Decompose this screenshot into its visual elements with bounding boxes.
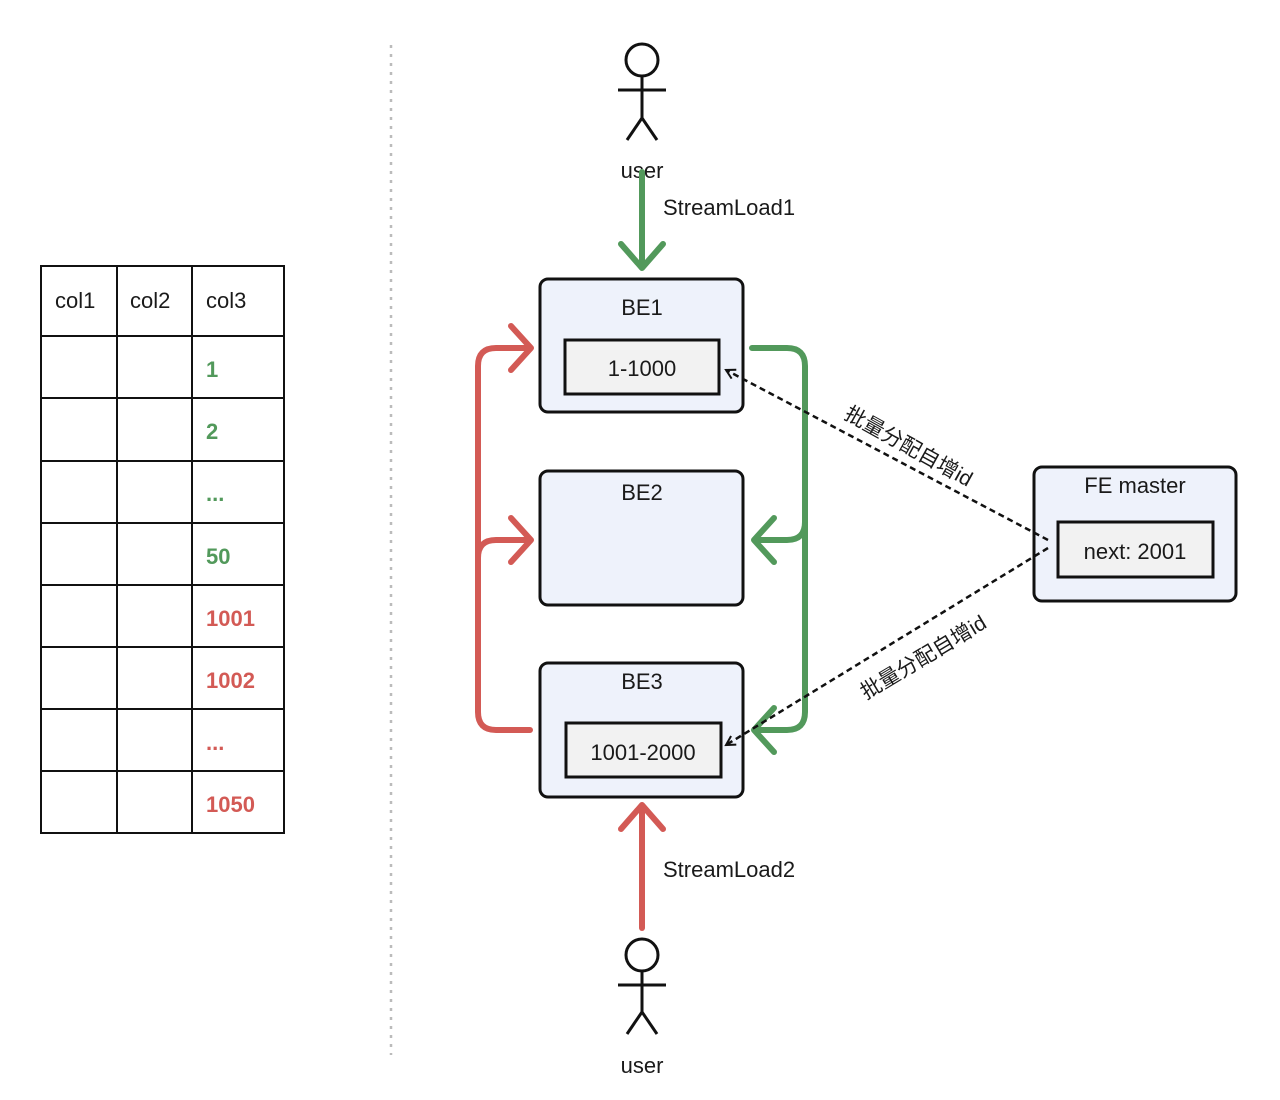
be1-range: 1-1000: [608, 356, 677, 381]
streamload1-arrow: [618, 169, 666, 271]
be2-title: BE2: [621, 480, 663, 505]
table-cell-col3: 2: [206, 419, 218, 444]
be3-range-box: [564, 721, 723, 779]
be1-title: BE1: [621, 295, 663, 320]
fe-master-title: FE master: [1084, 473, 1185, 498]
user-bottom-label: user: [621, 1053, 664, 1078]
streamload2-arrow: [618, 802, 666, 931]
streamload1-label: StreamLoad1: [663, 195, 795, 220]
be3-title: BE3: [621, 669, 663, 694]
table-cell-col3: 50: [206, 544, 230, 569]
table-cell-col3: ...: [206, 730, 224, 755]
table-cell-col3: 1002: [206, 668, 255, 693]
table-header-col2: col2: [130, 288, 170, 313]
red-distribution-arrow: [475, 323, 534, 733]
table-cell-col3: 1001: [206, 606, 255, 631]
alloc-arrow-be1: [726, 370, 1049, 542]
be2-node: [538, 469, 745, 607]
table-header-col1: col1: [55, 288, 95, 313]
alloc-arrow-be3: [726, 546, 1049, 745]
be3-range: 1001-2000: [590, 740, 695, 765]
alloc-label-bottom: 批量分配自增id: [857, 611, 991, 704]
user-bottom-icon: [618, 937, 666, 1035]
streamload2-label: StreamLoad2: [663, 857, 795, 882]
be1-range-box: [563, 338, 721, 396]
table-cell-col3: 1050: [206, 792, 255, 817]
alloc-label-top: 批量分配自增id: [841, 402, 977, 491]
fe-next-box: [1056, 520, 1215, 579]
fe-next: next: 2001: [1084, 539, 1187, 564]
table-cell-col3: ...: [206, 481, 224, 506]
data-table: [40, 265, 285, 834]
user-top-icon: [618, 42, 666, 141]
table-header-col3: col3: [206, 288, 246, 313]
green-distribution-arrow: [749, 345, 808, 755]
table-cell-col3: 1: [206, 357, 218, 382]
